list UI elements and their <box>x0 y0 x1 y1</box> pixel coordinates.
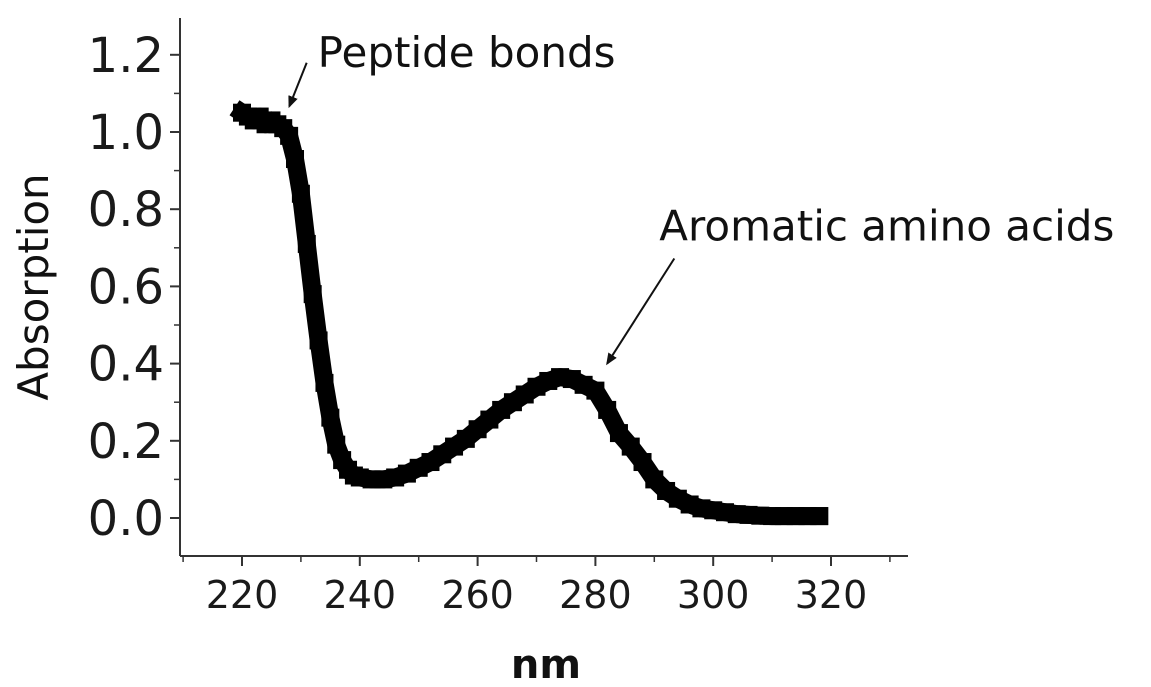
data-point <box>297 234 316 253</box>
axes <box>179 18 908 557</box>
series-line <box>229 100 829 526</box>
data-point <box>598 400 617 419</box>
data-point <box>586 381 605 400</box>
y-tick-label: 0.2 <box>88 414 164 470</box>
annotation-label: Aromatic amino acids <box>659 202 1114 251</box>
annotation-label: Peptide bonds <box>318 28 616 77</box>
x-axis-title: nm <box>511 642 581 687</box>
x-tick-label: 260 <box>441 573 514 617</box>
y-tick-label: 1.2 <box>88 28 164 84</box>
data-series <box>229 100 829 526</box>
x-tick-label: 320 <box>795 573 868 617</box>
data-point <box>609 424 628 443</box>
data-point <box>321 408 340 427</box>
y-tick-label: 1.0 <box>88 105 164 161</box>
x-axis-ticks: 220 240 260 280 300 320 <box>182 556 891 617</box>
x-tick-label: 280 <box>559 573 632 617</box>
data-point <box>327 435 346 454</box>
data-point <box>291 184 310 203</box>
y-tick-label: 0.4 <box>88 337 164 393</box>
data-point <box>810 507 829 526</box>
data-point <box>309 331 328 350</box>
data-point <box>633 453 652 472</box>
y-axis-ticks: 0.0 0.2 0.4 0.6 0.8 1.0 1.2 <box>88 28 180 547</box>
x-tick-label: 220 <box>206 573 279 617</box>
annotation-arrow <box>606 257 676 366</box>
data-point <box>315 373 334 392</box>
y-tick-label: 0.8 <box>88 182 164 238</box>
x-tick-label: 300 <box>677 573 750 617</box>
y-tick-label: 0.0 <box>88 491 164 547</box>
annotation-arrow <box>288 62 308 109</box>
data-point <box>286 150 305 169</box>
data-point <box>303 285 322 304</box>
x-tick-label: 240 <box>324 573 397 617</box>
data-point <box>280 126 299 145</box>
data-point <box>621 437 640 456</box>
y-tick-label: 0.6 <box>88 259 164 315</box>
y-axis-title: Absorption <box>9 173 58 400</box>
